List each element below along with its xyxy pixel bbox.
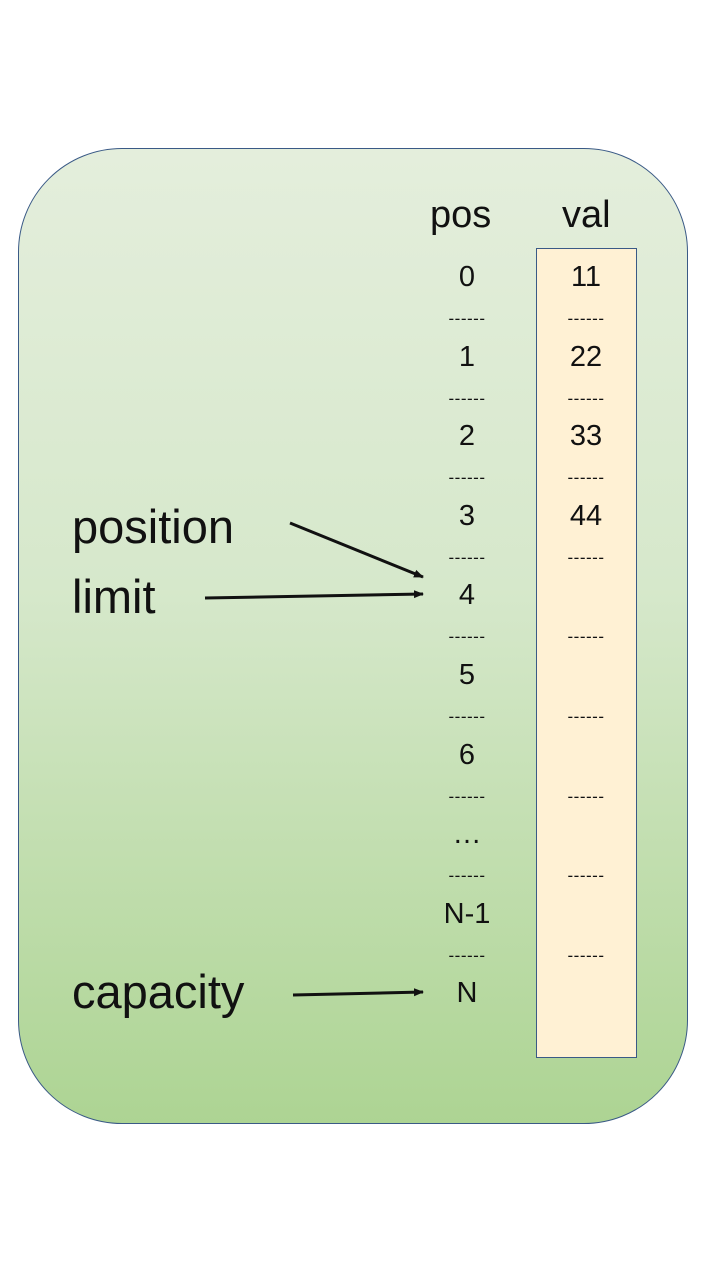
pos-cell: 1 [458, 340, 476, 373]
val-header: val [562, 194, 611, 236]
limit-label: limit [72, 570, 156, 623]
pos-cell: 4 [458, 579, 476, 612]
pos-cell: 2 [458, 420, 476, 453]
val-separator: ------ [567, 627, 605, 647]
val-separator: ------ [567, 388, 605, 408]
pos-separator: ------ [448, 866, 486, 886]
pos-separator: ------ [448, 707, 486, 726]
val-separator: ------ [567, 707, 605, 726]
val-cell: 22 [569, 340, 603, 373]
capacity-label: capacity [72, 965, 245, 1018]
val-separator: ------ [567, 945, 605, 965]
val-separator: ------ [567, 309, 605, 328]
pos-separator: ------ [448, 547, 486, 567]
pos-cell: 5 [458, 659, 476, 691]
pos-cell: 3 [458, 499, 476, 532]
pos-separator: ------ [448, 468, 486, 488]
pos-cell: N-1 [443, 897, 491, 930]
val-separator: ------ [567, 786, 605, 806]
pos-cell: 0 [458, 261, 476, 293]
pos-separator: ------ [448, 627, 486, 647]
pos-cell: … [452, 818, 482, 851]
pos-separator: ------ [448, 309, 486, 328]
val-separator: ------ [567, 547, 605, 567]
pos-separator: ------ [448, 786, 486, 806]
pos-cell: 6 [458, 738, 476, 771]
limit-arrow [204, 590, 424, 600]
val-column [536, 248, 637, 1058]
val-cell: 33 [569, 420, 603, 453]
val-cell: 44 [569, 499, 603, 532]
val-cell: 11 [570, 261, 602, 293]
position-label: position [72, 500, 234, 553]
val-separator: ------ [567, 866, 605, 886]
pos-cell: N [456, 977, 478, 1010]
position-arrow [289, 521, 424, 579]
val-separator: ------ [567, 468, 605, 488]
pos-header: pos [430, 194, 492, 236]
pos-separator: ------ [448, 945, 486, 965]
pos-separator: ------ [448, 388, 486, 408]
capacity-arrow [292, 988, 424, 997]
